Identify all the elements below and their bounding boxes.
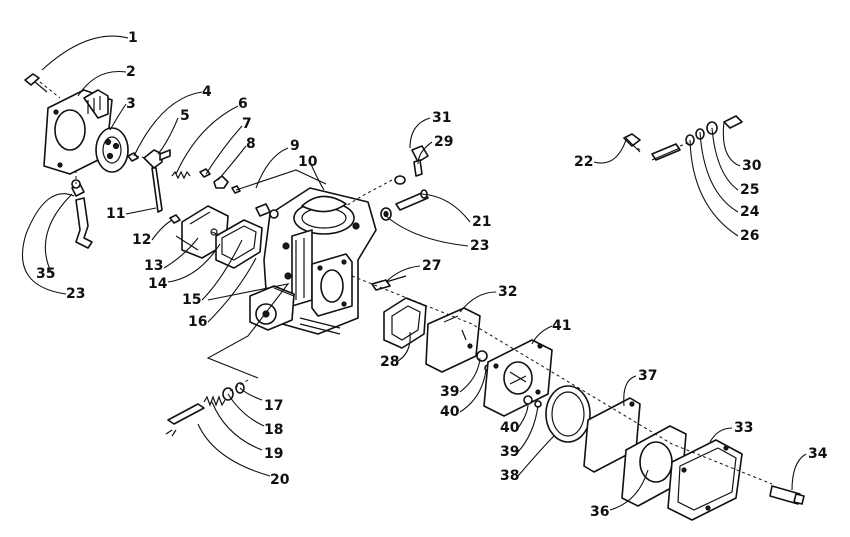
part-34-long-screw: [769, 485, 805, 505]
callout-labels: 1 2 3 4 5 6 7 8 9 10 11 12 13 14 15 16 1…: [36, 30, 828, 520]
part-30-screw: [723, 115, 743, 129]
callout-9: 9: [290, 138, 300, 154]
callout-15: 15: [182, 292, 201, 308]
part-29-screw: [411, 145, 429, 177]
part-32-plate: [425, 307, 481, 373]
callout-1: 1: [128, 30, 138, 46]
part-38-oring-large: [545, 385, 591, 443]
callout-2: 2: [126, 64, 136, 80]
callout-24: 24: [740, 204, 760, 220]
part-20-lever: [165, 403, 205, 437]
callout-29: 29: [434, 134, 453, 150]
callout-27: 27: [422, 258, 441, 274]
part-small-washer: [269, 209, 279, 219]
callout-40-right: 40: [500, 420, 520, 436]
part-5-lever: [143, 149, 171, 213]
callout-39-left: 39: [440, 384, 459, 400]
callout-32: 32: [498, 284, 517, 300]
part-41-pump-body: [483, 339, 553, 417]
callout-6: 6: [238, 96, 248, 112]
part-25-ring: [706, 121, 718, 135]
part-6-spring: [171, 170, 191, 180]
callout-36: 36: [590, 504, 609, 520]
callout-41: 41: [552, 318, 571, 334]
callout-18: 18: [264, 422, 283, 438]
part-small-screw-b: [255, 203, 271, 217]
callout-23-right: 23: [470, 238, 489, 254]
callout-33: 33: [734, 420, 753, 436]
part-21-tube: [395, 189, 429, 211]
callout-14: 14: [148, 276, 168, 292]
callout-26: 26: [740, 228, 759, 244]
callout-19: 19: [264, 446, 283, 462]
leader-lines: [21, 35, 807, 511]
callout-34: 34: [808, 446, 828, 462]
callout-31: 31: [432, 110, 451, 126]
part-39-oring-a: [476, 350, 488, 362]
part-40-ring-b: [523, 395, 533, 405]
callout-22: 22: [574, 154, 593, 170]
part-8-clip: [213, 175, 229, 189]
part-2-pump-cover: [43, 89, 113, 175]
part-1-screw: [24, 73, 48, 93]
callout-12: 12: [132, 232, 151, 248]
part-31-ring: [394, 175, 406, 185]
part-19-spring: [203, 395, 226, 407]
callout-16: 16: [188, 314, 207, 330]
callout-23-left: 23: [66, 286, 85, 302]
part-12-screw: [169, 214, 181, 224]
part-23-washer-right: [380, 207, 392, 221]
part-screw-assembly-right: [651, 143, 681, 161]
callout-40-left: 40: [440, 404, 460, 420]
part-4-screw: [127, 152, 139, 162]
callout-7: 7: [242, 116, 252, 132]
part-27-screw: [371, 275, 407, 291]
part-3-diaphragm: [95, 127, 129, 173]
callout-30: 30: [742, 158, 762, 174]
callout-37: 37: [638, 368, 657, 384]
callout-3: 3: [126, 96, 136, 112]
callout-17: 17: [264, 398, 283, 414]
callout-11: 11: [106, 206, 125, 222]
callout-21: 21: [472, 214, 491, 230]
callout-5: 5: [180, 108, 190, 124]
part-33-cover: [667, 439, 743, 521]
callout-25: 25: [740, 182, 759, 198]
callout-13: 13: [144, 258, 163, 274]
part-28-gasket: [383, 297, 427, 349]
callout-8: 8: [246, 136, 256, 152]
part-35-elbow-fitting: [71, 183, 93, 249]
part-14-gasket: [215, 219, 263, 269]
callout-20: 20: [270, 472, 290, 488]
callout-28: 28: [380, 354, 399, 370]
callout-4: 4: [202, 84, 212, 100]
part-intake-flange: [311, 253, 353, 317]
callout-35: 35: [36, 266, 55, 282]
callout-39-right: 39: [500, 444, 519, 460]
bracket-lines: [175, 137, 641, 379]
callout-10: 10: [298, 154, 318, 170]
callout-38: 38: [500, 468, 519, 484]
